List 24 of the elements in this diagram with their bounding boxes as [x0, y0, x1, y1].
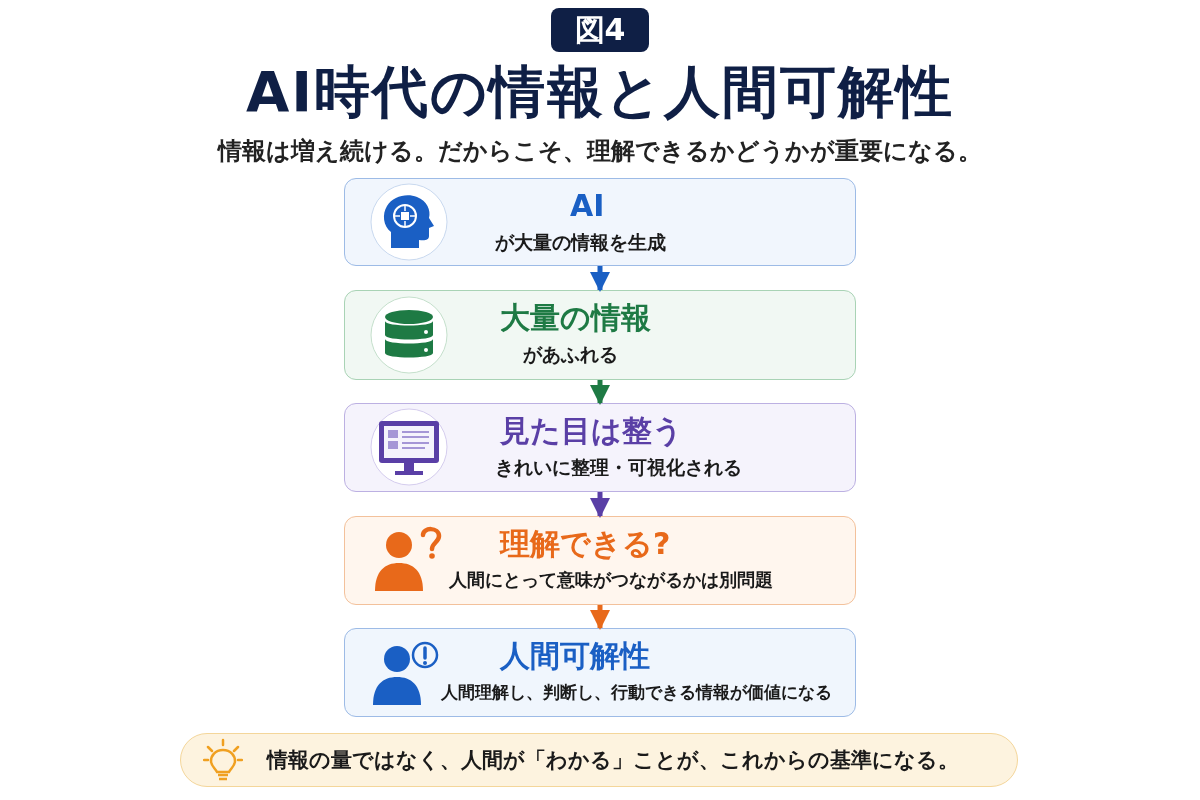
step-heading: 理解できる?	[500, 525, 671, 563]
step-card	[344, 516, 856, 605]
step-description: きれいに整理・可視化される	[495, 455, 742, 480]
arrow	[590, 605, 610, 630]
arrow	[590, 266, 610, 292]
step-card	[344, 628, 856, 717]
step-heading: 大量の情報	[500, 299, 651, 337]
summary-text: 情報の量ではなく、人間が「わかる」ことが、これからの基準になる。	[267, 747, 959, 774]
subtitle: 情報は増え続ける。だからこそ、理解できるかどうかが重要になる。	[216, 136, 983, 167]
step-heading: AI	[570, 187, 605, 225]
step-card	[344, 403, 856, 492]
step-description: 人間にとって意味がつながるかは別問題	[449, 568, 773, 592]
step-card	[344, 178, 856, 266]
step-description: があふれる	[523, 342, 618, 367]
summary-banner	[180, 733, 1018, 787]
step-description: が大量の情報を生成	[495, 230, 666, 255]
step-heading: 見た目は整う	[500, 412, 683, 450]
step-heading: 人間可解性	[500, 637, 650, 675]
title: AI時代の情報と人間可解性	[244, 58, 956, 126]
arrow	[590, 380, 610, 405]
arrow	[590, 492, 610, 518]
step-card	[344, 290, 856, 380]
figure-number-badge: 図4	[551, 8, 649, 52]
step-description: 人間理解し、判断し、行動できる情報が価値になる	[441, 681, 832, 704]
